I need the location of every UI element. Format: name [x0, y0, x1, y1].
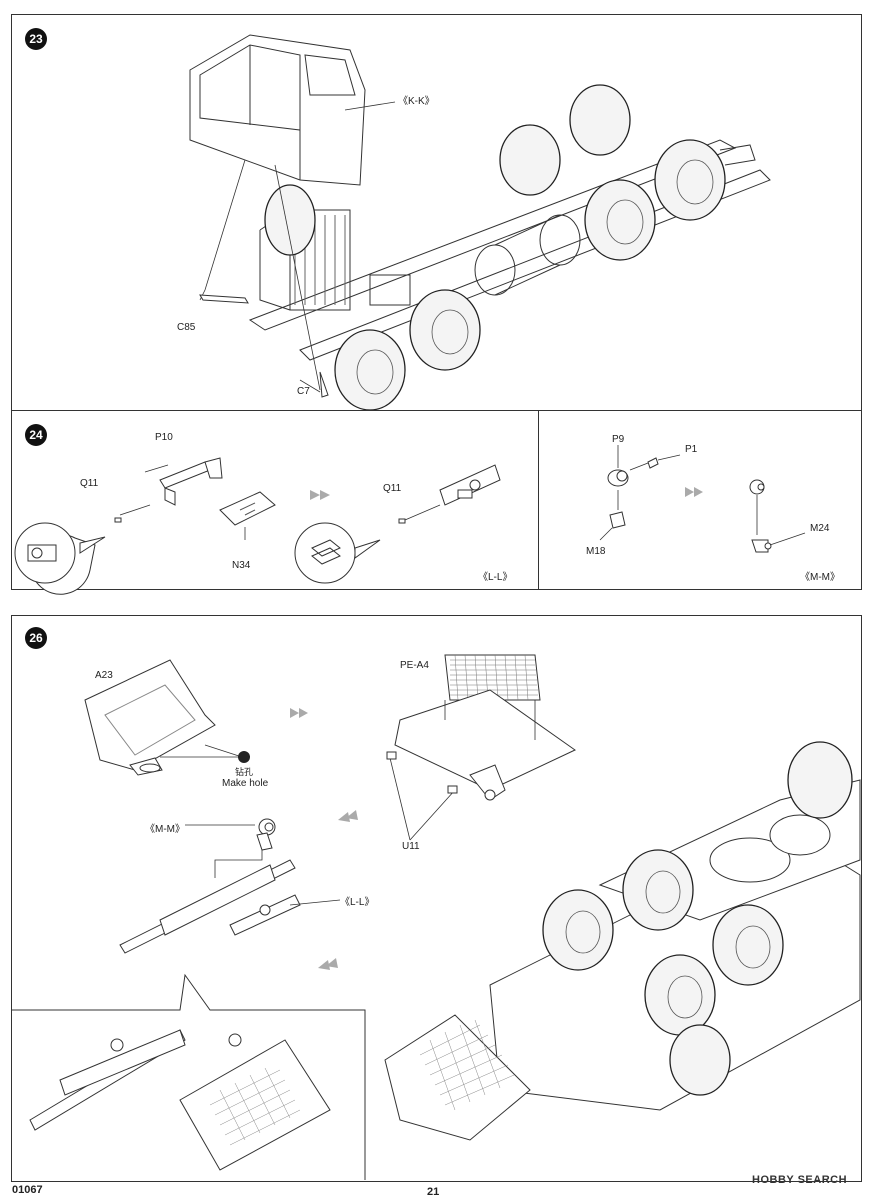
- label-kk: 《K-K》: [398, 96, 435, 107]
- step-24-right-panel: [538, 410, 862, 590]
- label-view-mm-26: 《M-M》: [145, 824, 185, 835]
- label-p9: P9: [612, 434, 625, 445]
- label-a23: A23: [95, 670, 113, 681]
- label-q11-b: Q11: [383, 483, 402, 494]
- step-24-badge: 24: [25, 424, 47, 446]
- step-23-badge: 23: [25, 28, 47, 50]
- label-c85: C85: [177, 322, 196, 333]
- label-p1: P1: [685, 444, 698, 455]
- label-view-ll-26: 《L-L》: [340, 897, 375, 908]
- watermark: HOBBY SEARCH: [752, 1174, 848, 1186]
- label-c7: C7: [297, 386, 310, 397]
- label-view-ll: 《L-L》: [478, 572, 513, 583]
- step-26-badge: 26: [25, 627, 47, 649]
- label-q11-a: Q11: [80, 478, 99, 489]
- label-p10: P10: [155, 432, 173, 443]
- label-view-mm: 《M-M》: [800, 572, 840, 583]
- kit-number: 01067: [12, 1184, 43, 1196]
- label-m24: M24: [810, 523, 830, 534]
- label-pe-a4: PE-A4: [400, 660, 429, 671]
- label-n34: N34: [232, 560, 251, 571]
- label-drill-cn: 钻孔: [235, 767, 254, 777]
- label-u11: U11: [402, 841, 420, 852]
- label-make-hole: Make hole: [222, 778, 269, 789]
- page-number: 21: [427, 1186, 440, 1198]
- label-m18: M18: [586, 546, 606, 557]
